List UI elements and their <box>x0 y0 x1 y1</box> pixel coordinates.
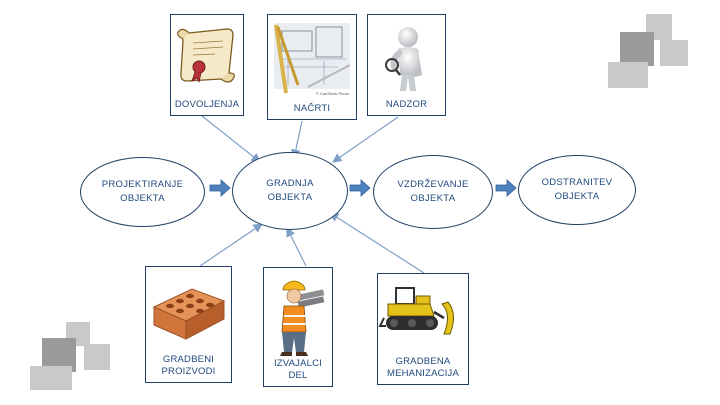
blueprint-caption: © CanStock Photo <box>316 91 350 96</box>
decor-square <box>620 32 654 66</box>
flow-arrow <box>209 179 231 197</box>
process-odstranitev: ODSTRANITEV OBJEKTA <box>518 155 636 225</box>
connector-line <box>286 226 307 267</box>
card-nadzor: NADZOR <box>367 14 446 116</box>
connector-line <box>291 120 303 160</box>
process-label: PROJEKTIRANJE OBJEKTA <box>101 179 184 204</box>
card-label: NAČRTI <box>293 103 331 114</box>
brick-icon <box>146 267 231 349</box>
connector-line <box>328 212 425 274</box>
inspector-magnifier-icon <box>368 15 445 97</box>
card-label: NADZOR <box>385 99 428 110</box>
card-dovoljenja: DOVOLJENJA <box>170 14 244 116</box>
card-gradbeni-proizvodi: GRADBENI PROIZVODI <box>145 266 232 383</box>
card-gradbena-mehanizacija: GRADBENA MEHANIZACIJA <box>377 273 469 385</box>
process-vzdrzevanje: VZDRŽEVANJE OBJEKTA <box>373 155 493 229</box>
card-label: GRADBENI PROIZVODI <box>161 354 216 377</box>
card-label: GRADBENA MEHANIZACIJA <box>386 356 460 379</box>
decor-square <box>660 40 688 66</box>
construction-worker-icon <box>264 268 332 364</box>
card-label: DOVOLJENJA <box>174 99 240 110</box>
flow-arrow <box>349 179 371 197</box>
process-label: VZDRŽEVANJE OBJEKTA <box>397 179 469 204</box>
connector-line <box>332 116 399 163</box>
card-label: IZVAJALCI DEL <box>273 358 323 381</box>
process-gradnja: GRADNJA OBJEKTA <box>232 152 348 230</box>
decor-square <box>84 344 110 370</box>
process-label: GRADNJA OBJEKTA <box>266 178 314 203</box>
card-nacrti: © CanStock Photo NAČRTI <box>267 14 357 120</box>
decor-square <box>608 62 648 88</box>
connector-line <box>201 115 261 163</box>
decor-square <box>30 366 72 390</box>
card-izvajalci-del: IZVAJALCI DEL <box>263 267 333 387</box>
process-label: ODSTRANITEV OBJEKTA <box>541 177 613 202</box>
flow-arrow <box>495 179 517 197</box>
process-projektiranje: PROJEKTIRANJE OBJEKTA <box>80 157 205 227</box>
connector-line <box>199 223 263 267</box>
blueprint-plans-icon: © CanStock Photo <box>268 15 356 99</box>
bulldozer-icon <box>378 274 468 350</box>
scroll-certificate-icon <box>171 15 243 97</box>
